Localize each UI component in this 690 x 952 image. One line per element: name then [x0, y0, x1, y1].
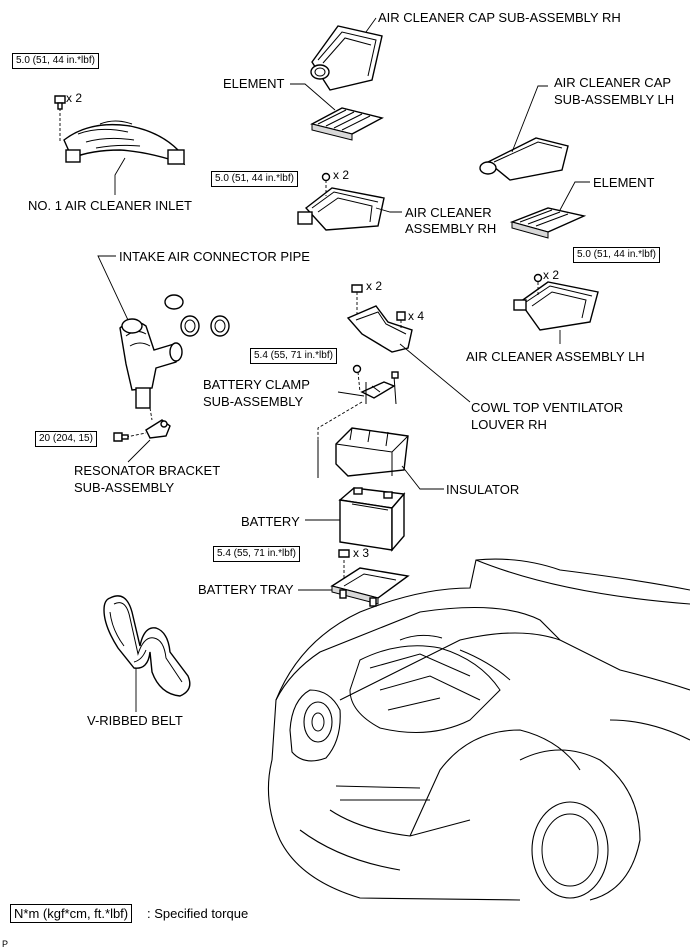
label-element-lh: ELEMENT	[593, 175, 655, 190]
resonator-bolt-illustration	[113, 432, 129, 442]
quantity-cowl-clips-2: x 4	[408, 309, 425, 323]
label-cowl-top-ventilator-line2: LOUVER RH	[471, 417, 547, 432]
tray-bolt-illustration	[338, 549, 350, 558]
label-cowl-top-ventilator-line1: COWL TOP VENTILATOR	[471, 400, 624, 415]
battery-clamp-illustration	[360, 371, 399, 405]
vehicle-front-illustration	[267, 558, 690, 901]
label-no1-air-cleaner-inlet: NO. 1 AIR CLEANER INLET	[28, 198, 192, 213]
torque-spec-assembly-lh: 5.0 (51, 44 in.*lbf)	[573, 247, 660, 263]
v-ribbed-belt-illustration	[103, 595, 191, 697]
inlet-bolt-illustration	[54, 95, 66, 110]
torque-spec-assembly-rh: 5.0 (51, 44 in.*lbf)	[211, 171, 298, 187]
label-battery-clamp-line1: BATTERY CLAMP	[203, 377, 310, 392]
cowl-clip-illustration	[351, 284, 363, 293]
label-resonator-bracket-line1: RESONATOR BRACKET	[74, 463, 221, 478]
element-rh-illustration	[310, 107, 384, 141]
resonator-bracket-illustration	[145, 419, 171, 439]
torque-spec-resonator: 20 (204, 15)	[35, 431, 97, 447]
quantity-tray-bolts: x 3	[353, 546, 370, 560]
torque-spec-battery-clamp: 5.4 (55, 71 in.*lbf)	[250, 348, 337, 364]
label-battery-clamp-line2: SUB-ASSEMBLY	[203, 394, 304, 409]
torque-spec-inlet: 5.0 (51, 44 in.*lbf)	[12, 53, 99, 69]
cowl-clip-2-illustration	[396, 311, 406, 321]
quantity-cowl-clips: x 2	[366, 279, 383, 293]
quantity-assembly-rh-nuts: x 2	[333, 168, 350, 182]
quantity-inlet-bolts: x 2	[66, 91, 83, 105]
air-cleaner-assembly-rh-illustration	[297, 187, 385, 231]
air-cleaner-assembly-lh-illustration	[513, 281, 599, 331]
label-intake-air-connector-pipe: INTAKE AIR CONNECTOR PIPE	[119, 249, 310, 264]
legend-torque-units: N*m (kgf*cm, ft.*lbf)	[10, 904, 133, 923]
label-resonator-bracket-line2: SUB-ASSEMBLY	[74, 480, 175, 495]
label-air-cleaner-cap-lh-line2: SUB-ASSEMBLY LH	[554, 92, 675, 107]
battery-tray-illustration	[330, 567, 410, 607]
label-air-cleaner-assembly-lh: AIR CLEANER ASSEMBLY LH	[466, 349, 645, 364]
cowl-louver-illustration	[346, 305, 413, 353]
figure-code: P	[2, 939, 9, 949]
quantity-assembly-lh-nuts: x 2	[543, 268, 560, 282]
intake-connector-pipe-illustration	[119, 294, 230, 409]
label-element-rh: ELEMENT	[223, 76, 285, 91]
element-lh-illustration	[509, 207, 587, 239]
assembly-rh-nut-illustration	[321, 172, 331, 182]
air-cleaner-cap-lh-illustration	[479, 137, 569, 181]
air-cleaner-inlet-illustration	[63, 120, 186, 166]
assembly-lh-nut-illustration	[533, 273, 543, 283]
label-air-cleaner-assembly-rh-line2: ASSEMBLY RH	[405, 221, 497, 236]
insulator-illustration	[335, 427, 409, 477]
label-battery-tray: BATTERY TRAY	[198, 582, 294, 597]
torque-spec-battery-tray: 5.4 (55, 71 in.*lbf)	[213, 546, 300, 562]
air-cleaner-cap-rh-illustration	[310, 25, 383, 91]
clamp-nut-illustration	[352, 364, 362, 374]
label-air-cleaner-cap-rh: AIR CLEANER CAP SUB-ASSEMBLY RH	[378, 10, 621, 25]
label-air-cleaner-assembly-rh-line1: AIR CLEANER	[405, 205, 492, 220]
battery-illustration	[338, 487, 406, 552]
label-air-cleaner-cap-lh-line1: AIR CLEANER CAP	[554, 75, 672, 90]
label-battery: BATTERY	[241, 514, 300, 529]
legend-description: : Specified torque	[147, 906, 249, 921]
label-v-ribbed-belt: V-RIBBED BELT	[87, 713, 183, 728]
label-insulator: INSULATOR	[446, 482, 520, 497]
